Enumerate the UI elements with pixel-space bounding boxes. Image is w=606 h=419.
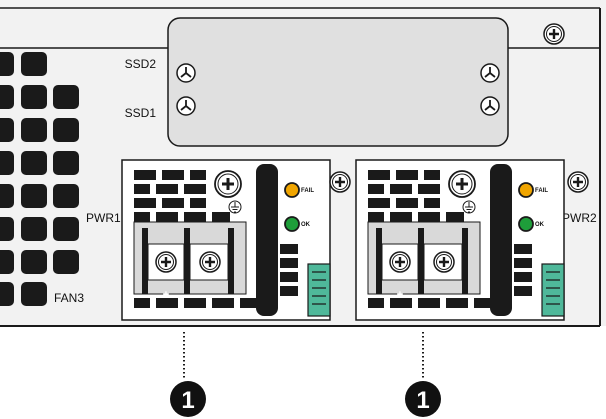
chassis-screw	[566, 170, 590, 194]
thumbscrew-icon	[447, 169, 477, 199]
terminal-screw-icon	[198, 250, 222, 274]
power-supply-2: + - FAIL OK	[355, 159, 565, 321]
svg-text:1: 1	[181, 387, 194, 414]
fail-led	[284, 182, 300, 198]
chassis-screw	[328, 170, 352, 194]
chassis-screw	[542, 22, 566, 46]
psu-handle[interactable]	[256, 164, 278, 316]
fail-led-label: FAIL	[535, 188, 548, 194]
terminal-minus-label: -	[212, 289, 216, 301]
ok-led	[284, 216, 300, 232]
ok-led-label: OK	[535, 222, 545, 228]
terminal-screw-icon	[388, 250, 412, 274]
thumbscrew-icon	[480, 96, 500, 116]
terminal-plus-label: +	[163, 289, 169, 301]
psu-handle[interactable]	[490, 164, 512, 316]
terminal-plus-label: +	[397, 289, 403, 301]
fail-led	[518, 182, 534, 198]
power-supply-1: + - FAIL OK	[121, 159, 331, 321]
thumbscrew-icon	[176, 63, 196, 83]
ok-led	[518, 216, 534, 232]
ok-led-label: OK	[301, 222, 311, 228]
callout-marker-2: 1	[405, 381, 441, 417]
ssd-bay-cover	[167, 17, 509, 147]
terminal-minus-label: -	[446, 289, 450, 301]
svg-text:1: 1	[416, 387, 429, 414]
fan-vent-grid	[0, 52, 79, 306]
fail-led-label: FAIL	[301, 188, 314, 194]
callout-marker-1: 1	[170, 381, 206, 417]
thumbscrew-icon	[213, 169, 243, 199]
psu-connector	[541, 263, 565, 317]
pwr2-label: PWR2	[562, 211, 597, 225]
psu-connector	[307, 263, 331, 317]
ssd1-label: SSD1	[125, 106, 157, 120]
ground-symbol-icon	[462, 200, 476, 214]
ground-symbol-icon	[228, 200, 242, 214]
ssd2-label: SSD2	[125, 57, 157, 71]
thumbscrew-icon	[480, 63, 500, 83]
thumbscrew-icon	[176, 96, 196, 116]
terminal-screw-icon	[432, 250, 456, 274]
terminal-screw-icon	[154, 250, 178, 274]
pwr1-label: PWR1	[86, 211, 121, 225]
fan3-label: FAN3	[54, 291, 84, 305]
